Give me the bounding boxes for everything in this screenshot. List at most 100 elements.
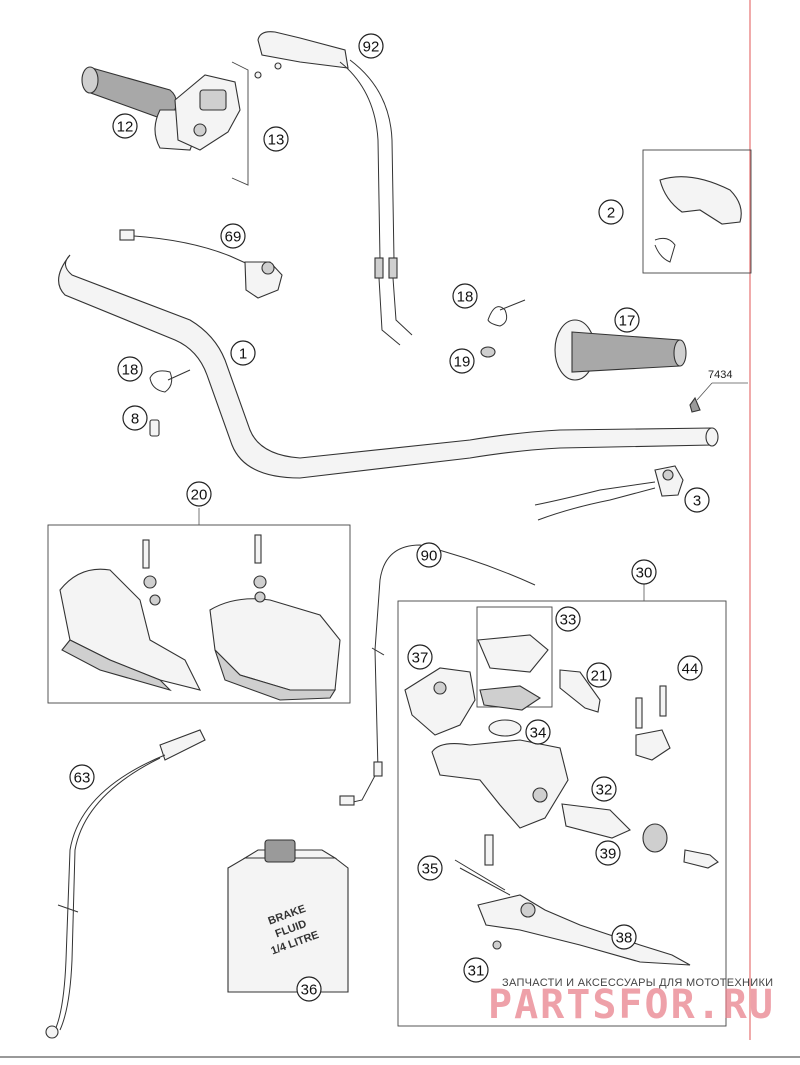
callout-circle: [69, 764, 95, 790]
callout-label: 37: [407, 644, 433, 670]
handlebar-part: [58, 254, 719, 479]
callout-label: 34: [525, 719, 551, 745]
callout-circle: [117, 356, 143, 382]
callout-number: 2: [607, 205, 615, 222]
callout-circle: [122, 405, 148, 431]
callout-circle: [220, 223, 246, 249]
brake-cylinder-kit-part: [397, 583, 727, 1027]
callout-circle: [416, 542, 442, 568]
callout-circle: [358, 33, 384, 59]
callout-circle: [525, 719, 551, 745]
callout-number: 92: [363, 39, 380, 56]
callout-label: 31: [463, 957, 489, 983]
callout-number: 8: [131, 411, 139, 428]
callout-number: 19: [454, 354, 471, 371]
grip-part: [554, 319, 687, 381]
callout-circle: [586, 662, 612, 688]
callout-circle: [677, 655, 703, 681]
callout-number: 38: [616, 930, 633, 947]
callout-label: 21: [586, 662, 612, 688]
throttle-housing-part: [174, 61, 249, 186]
callout-label: 17: [614, 307, 640, 333]
callout-number: 3: [693, 493, 701, 510]
callout-circle: [591, 776, 617, 802]
callout-number: 13: [268, 132, 285, 149]
watermark-caption: ЗАПЧАСТИ И АКСЕССУАРЫ ДЛЯ МОТОТЕХНИКИ: [502, 977, 773, 989]
cable-tie-part: [149, 299, 526, 393]
callout-circle: [463, 957, 489, 983]
callout-circle: [631, 559, 657, 585]
callout-number: 36: [301, 982, 318, 999]
callout-number: 30: [636, 565, 653, 582]
callout-circle: [186, 481, 212, 507]
callout-number: 90: [421, 548, 438, 565]
callout-circle: [598, 199, 624, 225]
callout-number: 18: [122, 362, 139, 379]
callout-circle: [417, 855, 443, 881]
callout-circle: [449, 348, 475, 374]
callout-label: 35: [417, 855, 443, 881]
callout-label: 8: [122, 405, 148, 431]
callout-number: 63: [74, 770, 91, 787]
bar-end-part: [689, 382, 748, 413]
callout-label: 38: [611, 924, 637, 950]
callout-label: 13: [263, 126, 289, 152]
callout-number: 17: [619, 313, 636, 330]
plug-part: [149, 419, 160, 437]
callout-label: 19: [449, 348, 475, 374]
callout-circle: [611, 924, 637, 950]
callout-number: 37: [412, 650, 429, 667]
callout-number: 39: [600, 846, 617, 863]
callout-label: 1: [230, 340, 256, 366]
callout-label: 44: [677, 655, 703, 681]
callout-label: 32: [591, 776, 617, 802]
callout-label: 12: [112, 113, 138, 139]
callout-label: 90: [416, 542, 442, 568]
part-number-note: 7434: [708, 369, 732, 381]
callout-number: 44: [682, 661, 699, 678]
watermark-logo: PARTSFOR.RU: [488, 982, 775, 1028]
kill-switch-part: [534, 465, 684, 521]
washer-part: [480, 346, 496, 358]
handguard-kit-part: [47, 508, 351, 704]
callout-number: 34: [530, 725, 547, 742]
cover-part: [642, 149, 752, 274]
callout-label: 33: [555, 606, 581, 632]
callout-number: 12: [117, 119, 134, 136]
callout-label: 2: [598, 199, 624, 225]
callout-label: 69: [220, 223, 246, 249]
callout-number: 18: [457, 289, 474, 306]
sensor-cable-part: [45, 729, 206, 1039]
callout-label: 20: [186, 481, 212, 507]
callout-label: 92: [358, 33, 384, 59]
callout-circle: [452, 283, 478, 309]
throttle-cables-part: [254, 31, 413, 346]
callout-label: 3: [684, 487, 710, 513]
callout-circle: [112, 113, 138, 139]
callout-circle: [684, 487, 710, 513]
callout-number: 20: [191, 487, 208, 504]
callout-number: 33: [560, 612, 577, 629]
callout-number: 1: [239, 346, 247, 363]
callout-number: 21: [591, 668, 608, 685]
brake-fluid-bottle-part: BRAKE FLUID 1/4 LITRE: [227, 839, 349, 993]
callout-circle: [614, 307, 640, 333]
callout-label: 18: [452, 283, 478, 309]
callout-number: 31: [468, 963, 485, 980]
clutch-cable-part: [339, 544, 536, 806]
callout-circle: [595, 840, 621, 866]
callout-label: 39: [595, 840, 621, 866]
callout-label: 30: [631, 559, 657, 585]
callout-circle: [230, 340, 256, 366]
callout-number: 69: [225, 229, 242, 246]
callout-label: 18: [117, 356, 143, 382]
callout-circle: [263, 126, 289, 152]
callout-circle: [407, 644, 433, 670]
callout-label: 36: [296, 976, 322, 1002]
callout-number: 35: [422, 861, 439, 878]
callout-number: 32: [596, 782, 613, 799]
switch-part: [119, 229, 283, 299]
callout-circle: [296, 976, 322, 1002]
